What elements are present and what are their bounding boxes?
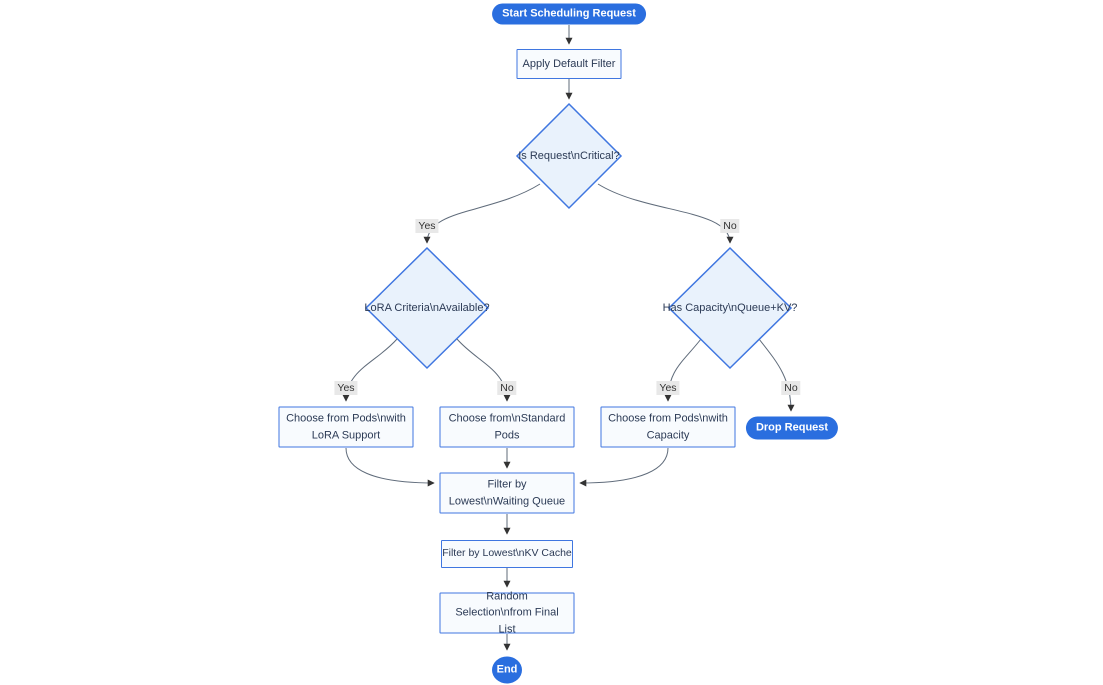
edge-capacity-no bbox=[758, 338, 795, 412]
decision-is-critical-shape bbox=[515, 102, 623, 210]
node-lora-criteria-label: LoRA Criteria\nAvailable? bbox=[364, 302, 490, 314]
edge-lorapods-to-filterqueue bbox=[345, 447, 435, 487]
node-start: Start Scheduling Request bbox=[492, 3, 646, 25]
edge-critical-yes bbox=[423, 183, 541, 244]
node-is-critical-label: Is Request\nCritical? bbox=[518, 150, 620, 162]
edge-label-lora-yes: Yes bbox=[334, 381, 358, 395]
node-has-capacity-label: Has Capacity\nQueue+KV? bbox=[662, 302, 798, 314]
node-end: End bbox=[492, 656, 522, 684]
node-choose-lora-pods: Choose from Pods\nwith LoRA Support bbox=[278, 406, 414, 448]
node-random-selection: Random Selection\nfrom Final List bbox=[439, 590, 575, 635]
edge-label-critical-yes: Yes bbox=[415, 219, 439, 233]
node-apply-default-filter: Apply Default Filter bbox=[516, 49, 622, 79]
edge-label-lora-no: No bbox=[497, 381, 517, 395]
edge-critical-no bbox=[597, 183, 734, 244]
edge-label-capacity-yes: Yes bbox=[656, 381, 680, 395]
decision-has-capacity-shape bbox=[667, 246, 793, 370]
node-filter-waiting-queue: Filter by Lowest\nWaiting Queue bbox=[439, 472, 575, 514]
edge-capacitypods-to-filterqueue bbox=[579, 447, 669, 487]
node-drop-request: Drop Request bbox=[745, 416, 839, 440]
edge-label-critical-no: No bbox=[720, 219, 740, 233]
decision-lora-criteria-shape bbox=[364, 246, 490, 370]
node-choose-capacity-pods: Choose from Pods\nwith Capacity bbox=[600, 406, 736, 448]
node-filter-kv-cache: Filter by Lowest\nKV Cache bbox=[441, 540, 573, 568]
node-choose-standard-pods: Choose from\nStandard Pods bbox=[439, 406, 575, 448]
edge-label-capacity-no: No bbox=[781, 381, 801, 395]
